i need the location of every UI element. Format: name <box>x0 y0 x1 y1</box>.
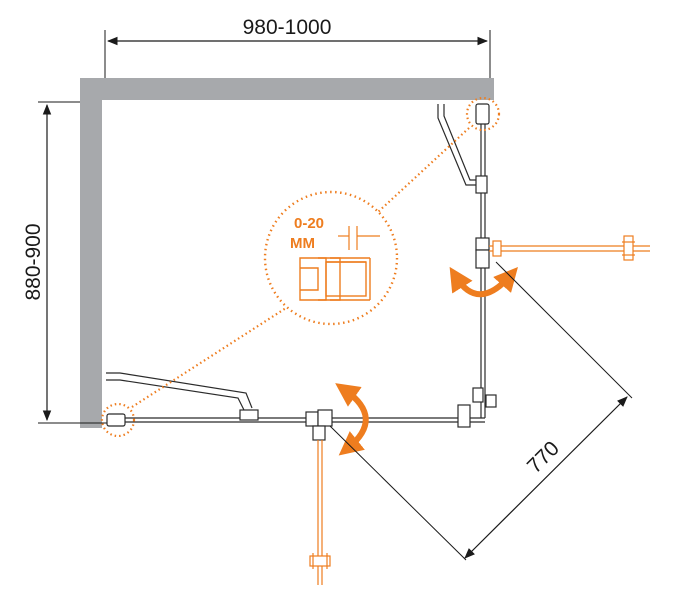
callout-marker-left <box>100 402 136 438</box>
diagonal-extension-top <box>495 261 633 399</box>
right-door-hinge-cap <box>492 240 502 257</box>
swing-arrow-front <box>335 383 369 456</box>
swing-arrow-right <box>449 266 518 298</box>
detail-range-label: 0-20 <box>294 215 324 232</box>
left-bar-bracket <box>239 409 259 421</box>
open-door-right <box>489 235 650 261</box>
front-hinge-lower <box>312 425 326 441</box>
left-stabilizer-bar <box>106 372 253 411</box>
left-wall-profile <box>106 413 126 427</box>
width-dimension: 980-1000 <box>104 16 491 78</box>
callout-leader-left <box>131 307 287 408</box>
top-bar-bracket <box>475 175 488 194</box>
depth-label: 880-900 <box>22 223 45 300</box>
corner-fitting-left <box>457 404 471 428</box>
front-hinge-left <box>305 411 319 427</box>
top-wall-profile <box>475 103 490 125</box>
right-door-handle <box>623 235 634 261</box>
open-door-front <box>309 440 331 585</box>
front-hinge-right <box>317 409 333 427</box>
right-hinge-lower <box>475 249 490 269</box>
side-wall <box>80 78 102 428</box>
callout-leader-top <box>377 127 470 213</box>
diagonal-extension-bottom <box>329 425 467 561</box>
top-stabilizer-bar <box>437 104 478 186</box>
detail-range-marker <box>338 226 380 250</box>
detail-profile-section <box>299 257 371 301</box>
width-label: 980-1000 <box>243 16 332 39</box>
corner-fitting-right <box>485 394 497 408</box>
callout-marker-top <box>465 96 501 132</box>
front-door-handle <box>309 555 331 567</box>
depth-dimension: 880-900 <box>22 101 112 424</box>
corner-fitting-top <box>472 387 484 403</box>
diagonal-label: 770 <box>523 437 564 478</box>
diagonal-dimension-line <box>464 396 628 559</box>
right-hinge-upper <box>475 237 490 251</box>
back-wall <box>80 78 494 100</box>
walls <box>80 78 494 428</box>
profile-detail-callout: 0-20 MM <box>100 96 501 438</box>
detail-unit-label: MM <box>290 235 315 252</box>
